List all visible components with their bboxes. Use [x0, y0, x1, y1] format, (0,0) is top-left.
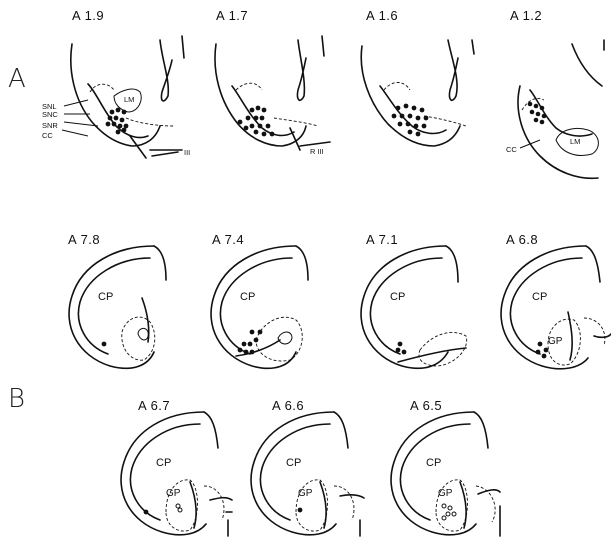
- label-iii: III: [184, 148, 190, 157]
- label-cp-a7-4: CP: [240, 291, 255, 303]
- label-gp-a6-8: GP: [548, 336, 563, 347]
- section-a1-9: SNL SNC SNR CC LM III: [42, 36, 190, 158]
- label-cp-a6-7: CP: [156, 457, 171, 469]
- label-cp-a6-6: CP: [286, 457, 301, 469]
- label-r-iii: R III: [310, 147, 324, 156]
- label-cp-a6-8: CP: [532, 291, 547, 303]
- label-lm-a1-2: LM: [570, 137, 580, 146]
- section-a6-6: CP GP: [251, 412, 364, 536]
- section-a7-1: CP: [361, 246, 467, 368]
- section-a1-6: [361, 40, 474, 146]
- section-a7-4: CP: [211, 246, 308, 368]
- label-cp-a7-1: CP: [390, 291, 405, 303]
- section-a6-7: CP GP: [121, 412, 232, 536]
- label-cp-a7-8: CP: [98, 291, 113, 303]
- label-gp-a6-5: GP: [438, 488, 453, 499]
- section-a7-8: CP: [69, 246, 166, 368]
- section-a1-7: R III: [215, 36, 330, 156]
- section-a6-5: CP GP: [391, 412, 500, 536]
- label-snc: SNC: [42, 110, 58, 119]
- label-cc-a1-2: CC: [506, 145, 517, 154]
- label-cp-a6-5: CP: [426, 457, 441, 469]
- label-gp-a6-6: GP: [298, 488, 313, 499]
- label-cc: CC: [42, 131, 53, 140]
- section-a6-8: CP GP: [501, 246, 611, 369]
- label-snr: SNR: [42, 121, 58, 130]
- label-gp-a6-7: GP: [166, 488, 181, 499]
- section-a1-2: CC LM: [506, 40, 604, 178]
- label-lm: LM: [124, 95, 134, 104]
